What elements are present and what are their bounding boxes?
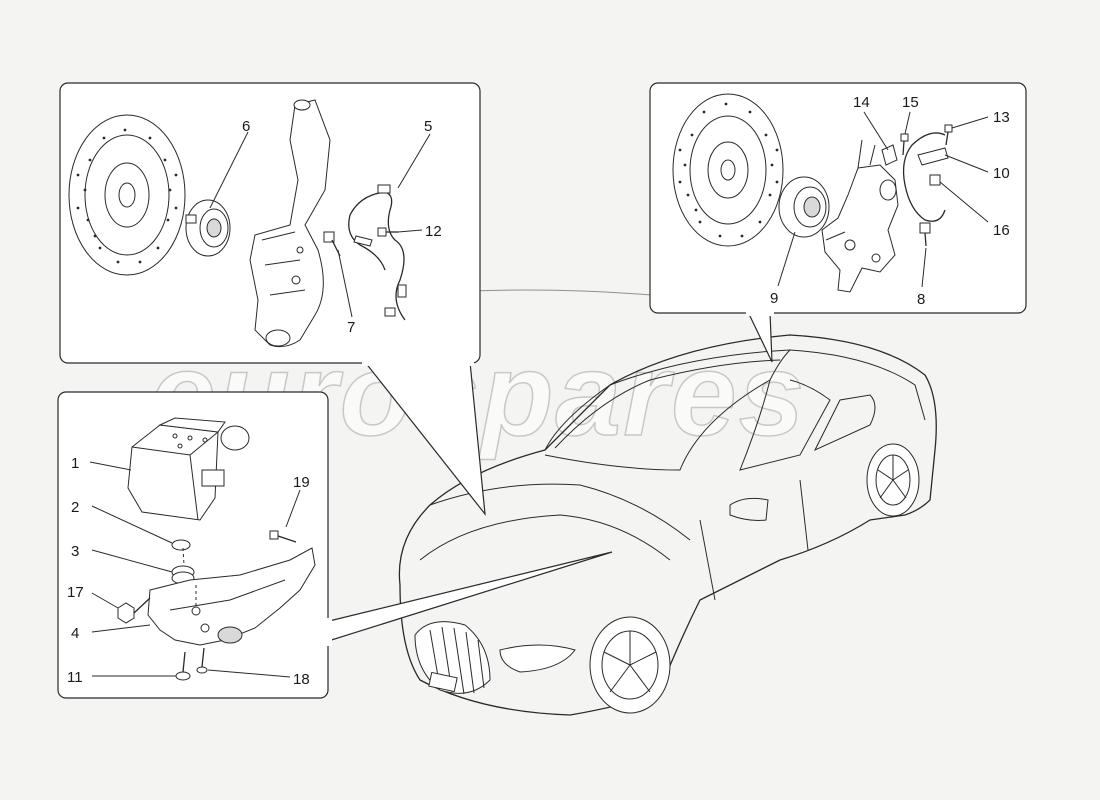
front-brake-disc: [68, 114, 186, 276]
front-steering-knuckle: [249, 99, 331, 348]
front-hub-bearing: [185, 199, 231, 257]
abs-screw-18: [196, 647, 208, 674]
abs-washer-2: [171, 539, 191, 551]
abs-bracket-4: [147, 547, 316, 646]
callout-10: 10: [993, 165, 1010, 182]
callout-11: 11: [67, 669, 83, 686]
rear-bracket-14: [881, 144, 898, 166]
rear-brake-disc: [672, 93, 784, 247]
callout-8: 8: [917, 291, 925, 308]
car-illustration: [398, 334, 937, 716]
callout-7: 7: [347, 319, 355, 336]
rear-screw-13: [944, 124, 953, 146]
callout-2: 2: [71, 499, 79, 516]
callout-6: 6: [242, 118, 250, 135]
rear-wheel-spokes: [877, 455, 909, 499]
rear-bolt-8: [919, 222, 931, 247]
callout-1: 1: [71, 455, 79, 472]
abs-grommet-3: [171, 565, 195, 585]
callout-12: 12: [425, 223, 442, 240]
abs-screw-19: [269, 530, 297, 543]
rear-abs-sensor: [902, 132, 949, 222]
front-hub-panel: 6 5 12 7: [59, 82, 486, 516]
abs-unit-panel: 1 2 3 17 4 11 18 19: [57, 391, 613, 699]
callout-18: 18: [293, 671, 310, 688]
callout-16: 16: [993, 222, 1010, 239]
callout-13: 13: [993, 109, 1010, 126]
rear-knuckle: [821, 139, 899, 293]
rear-hub-bearing: [778, 176, 830, 238]
callout-17: 17: [67, 584, 84, 601]
callout-19: 19: [293, 474, 310, 491]
front-wheel-spokes: [603, 631, 657, 693]
callout-5: 5: [424, 118, 432, 135]
rear-hub-panel: 14 15 13 10 16 9 8: [649, 82, 1027, 363]
rear-screw-15: [900, 133, 909, 156]
abs-nut-17: [117, 597, 151, 624]
abs-modulator: [127, 417, 250, 521]
callout-3: 3: [71, 543, 79, 560]
callout-14: 14: [853, 94, 870, 111]
front-abs-sensor: [348, 184, 407, 321]
callout-9: 9: [770, 290, 778, 307]
front-screw-12: [377, 227, 398, 237]
callout-4: 4: [71, 625, 79, 642]
callout-15: 15: [902, 94, 919, 111]
